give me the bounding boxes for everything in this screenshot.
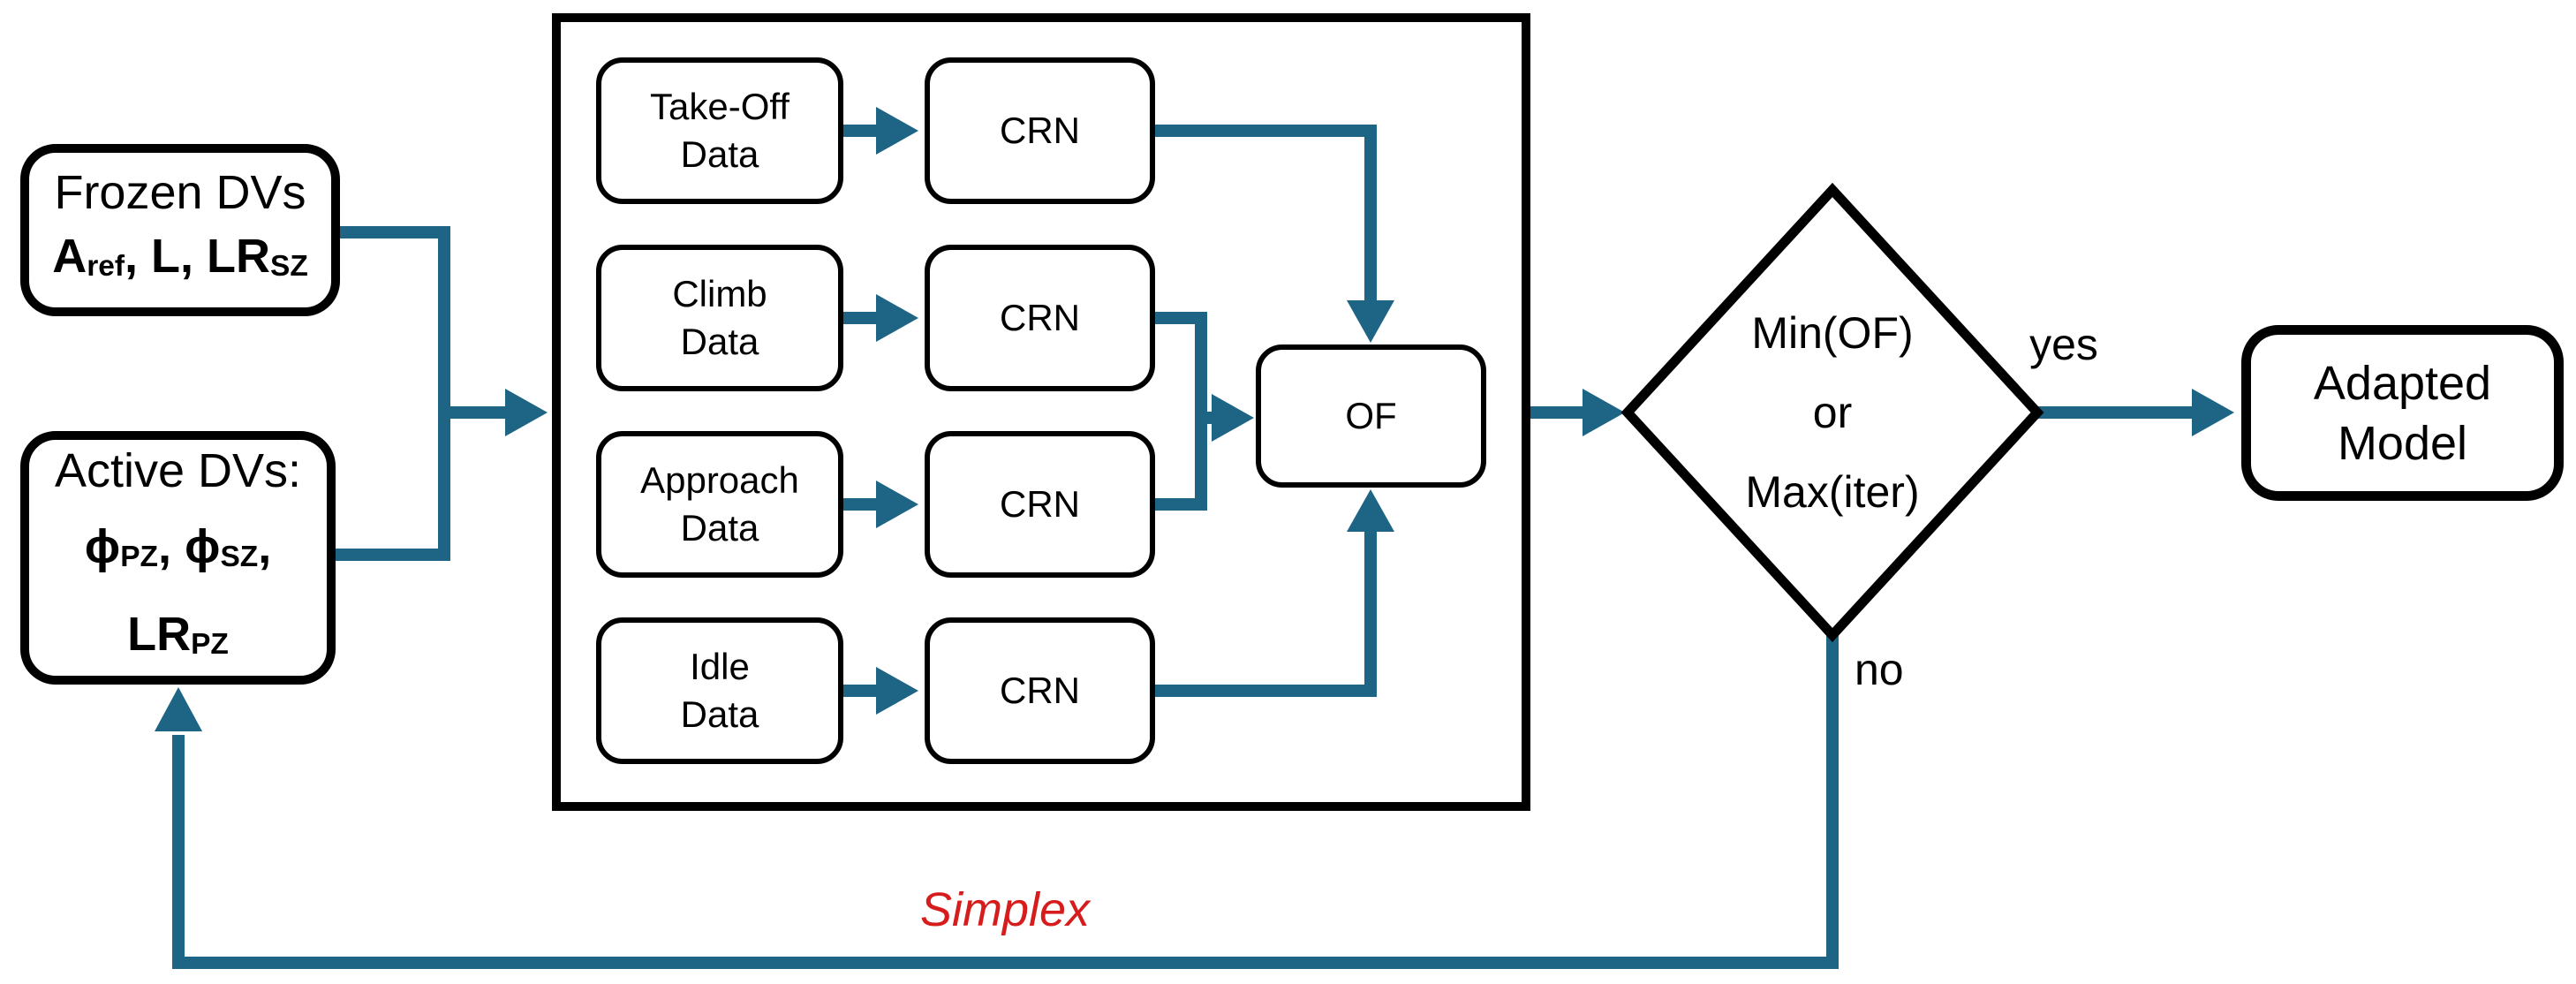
frozen-dvs-values: Aref, L, LRSZ bbox=[52, 230, 308, 284]
crn-label-2: CRN bbox=[1000, 297, 1080, 338]
idle-data-line1: Idle bbox=[690, 646, 750, 687]
arrowhead-of-left bbox=[1212, 394, 1254, 442]
takeoff-data-line1: Take-Off bbox=[650, 86, 789, 127]
arrowhead-crn1 bbox=[876, 107, 918, 155]
frozen-dvs-box: Frozen DVs Aref, L, LRSZ bbox=[20, 144, 340, 316]
arrowhead-crn3 bbox=[876, 481, 918, 528]
frozen-dvs-title: Frozen DVs bbox=[54, 166, 306, 220]
crn-box-1: CRN bbox=[925, 57, 1155, 204]
edge-crn4-to-of bbox=[1155, 527, 1377, 697]
climb-data-box: Climb Data bbox=[596, 245, 843, 391]
edge-crn1-to-of bbox=[1155, 125, 1377, 305]
decision-line1: Min(OF) bbox=[1751, 308, 1914, 358]
idle-data-line2: Data bbox=[680, 693, 759, 735]
crn-label-3: CRN bbox=[1000, 483, 1080, 525]
arrowhead-of-top bbox=[1347, 300, 1394, 343]
crn-label-1: CRN bbox=[1000, 110, 1080, 151]
takeoff-data-line2: Data bbox=[680, 133, 759, 175]
arrowhead-into-process bbox=[505, 389, 548, 436]
arrowhead-adapted bbox=[2192, 389, 2234, 436]
arrowhead-decision bbox=[1583, 389, 1625, 436]
approach-data-line2: Data bbox=[680, 507, 759, 549]
adapted-model-line2: Model bbox=[2337, 416, 2468, 470]
yes-label: yes bbox=[2029, 320, 2098, 369]
crn-box-4: CRN bbox=[925, 617, 1155, 764]
active-dvs-values-line2: LRPZ bbox=[127, 607, 229, 661]
adapted-model-line1: Adapted bbox=[2313, 356, 2492, 410]
arrowhead-crn2 bbox=[876, 294, 918, 342]
edge-dvs-merge-bracket bbox=[336, 226, 450, 561]
decision-label: Min(OF) or Max(iter) bbox=[1656, 289, 2009, 536]
process-container-box bbox=[552, 13, 1530, 811]
edge-no-loop bbox=[172, 635, 1839, 969]
active-dvs-values-line1: ϕPZ, ϕSZ, bbox=[84, 520, 272, 574]
decision-diamond bbox=[1620, 182, 2044, 643]
objective-function-label: OF bbox=[1345, 395, 1397, 436]
arrowhead-of-bottom bbox=[1347, 489, 1394, 532]
adapted-model-box: Adapted Model bbox=[2241, 325, 2564, 501]
climb-data-line2: Data bbox=[680, 321, 759, 362]
takeoff-data-box: Take-Off Data bbox=[596, 57, 843, 204]
crn-box-2: CRN bbox=[925, 245, 1155, 391]
simplex-label: Simplex bbox=[919, 883, 1091, 936]
arrowhead-active-return bbox=[155, 687, 202, 731]
approach-data-box: Approach Data bbox=[596, 431, 843, 578]
crn-label-4: CRN bbox=[1000, 670, 1080, 711]
edge-crn23-merge bbox=[1155, 312, 1207, 511]
decision-line2: or bbox=[1812, 388, 1853, 437]
active-dvs-box: Active DVs: ϕPZ, ϕSZ, LRPZ bbox=[20, 431, 336, 685]
climb-data-line1: Climb bbox=[672, 273, 767, 314]
idle-data-box: Idle Data bbox=[596, 617, 843, 764]
no-label: no bbox=[1855, 645, 1904, 694]
crn-box-3: CRN bbox=[925, 431, 1155, 578]
approach-data-line1: Approach bbox=[640, 459, 799, 501]
objective-function-box: OF bbox=[1256, 344, 1486, 488]
decision-line3: Max(iter) bbox=[1745, 467, 1920, 517]
active-dvs-title: Active DVs: bbox=[54, 444, 302, 498]
arrowhead-crn4 bbox=[876, 667, 918, 715]
